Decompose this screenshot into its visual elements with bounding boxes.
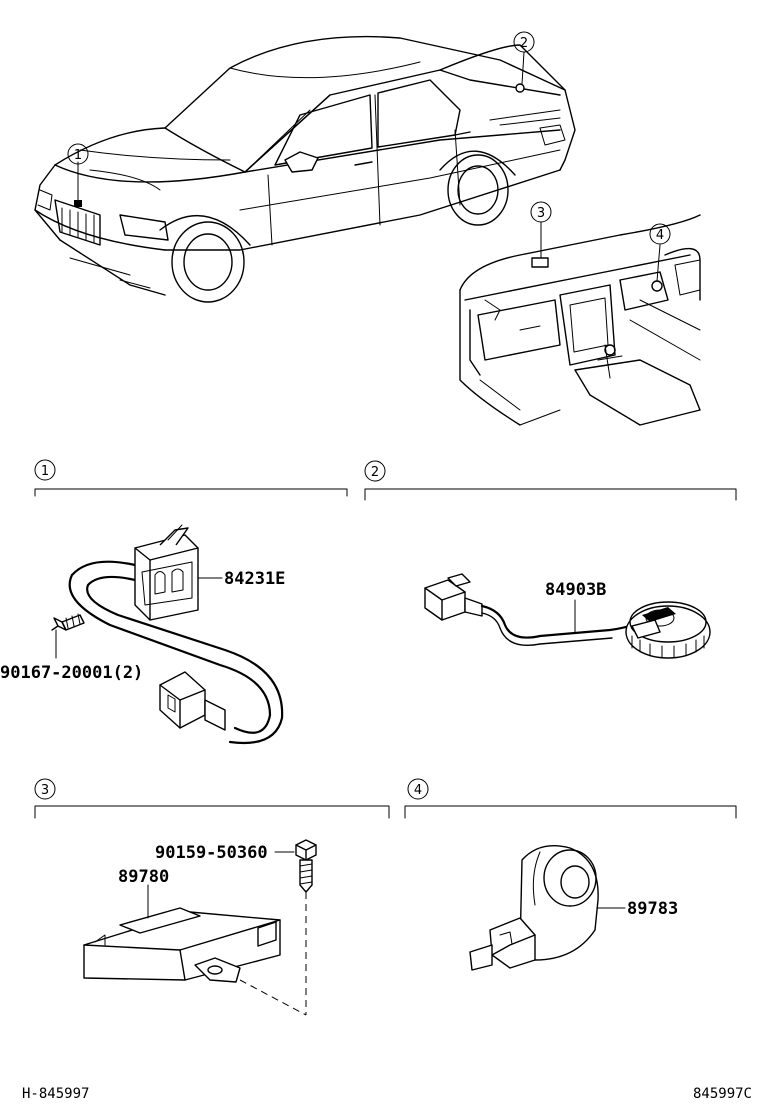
part-label-84903b: 84903B [545,580,606,600]
part-label-90167-20001: 90167-20001(2) [0,663,143,683]
section-3-bracket [34,805,390,819]
bolt-90167-icon [51,613,85,631]
part-label-84231e: 84231E [224,569,285,589]
svg-text:3: 3 [537,206,545,221]
section-2-callout: 2 [364,460,386,482]
footer-left-code: H-845997 [22,1086,89,1102]
vehicle-illustration [34,35,576,303]
section-1-bracket [34,488,348,497]
connector-84231e-icon [134,524,199,621]
section-1-callout: 1 [34,459,56,481]
section-2: 2 84903B [364,460,737,659]
module-89780-icon [83,907,281,983]
bolt-90159-icon [295,839,317,893]
svg-text:1: 1 [74,148,82,163]
round-sensor-84903b-icon [625,601,711,659]
svg-text:2: 2 [371,465,379,480]
vehicle-callout-2: 2 [513,31,535,53]
vehicle-callout-1: 1 [67,143,89,165]
svg-text:2: 2 [520,36,528,51]
vehicle-callout-3: 3 [530,201,552,223]
part-label-90159-50360: 90159-50360 [155,843,268,863]
part-label-89783: 89783 [627,899,678,919]
section-2-bracket [364,488,737,501]
part-label-89780: 89780 [118,867,169,887]
section-4-callout: 4 [407,778,429,800]
section-3: 3 90159-50360 89780 [34,778,390,1016]
section-4-bracket [404,805,737,819]
svg-text:1: 1 [41,464,49,479]
svg-text:4: 4 [414,783,422,798]
section-1: 1 [0,459,348,744]
section-4: 4 89783 [404,778,737,971]
svg-text:3: 3 [41,783,49,798]
plug-connector-icon [159,671,226,731]
vehicle-callout-4: 4 [649,223,671,245]
footer-right-code: 845997C [693,1086,752,1102]
svg-text:4: 4 [656,228,664,243]
sensor-89783-icon [469,845,599,971]
connector-84903b-icon [424,573,483,621]
interior-illustration [459,214,701,426]
section-3-callout: 3 [34,778,56,800]
